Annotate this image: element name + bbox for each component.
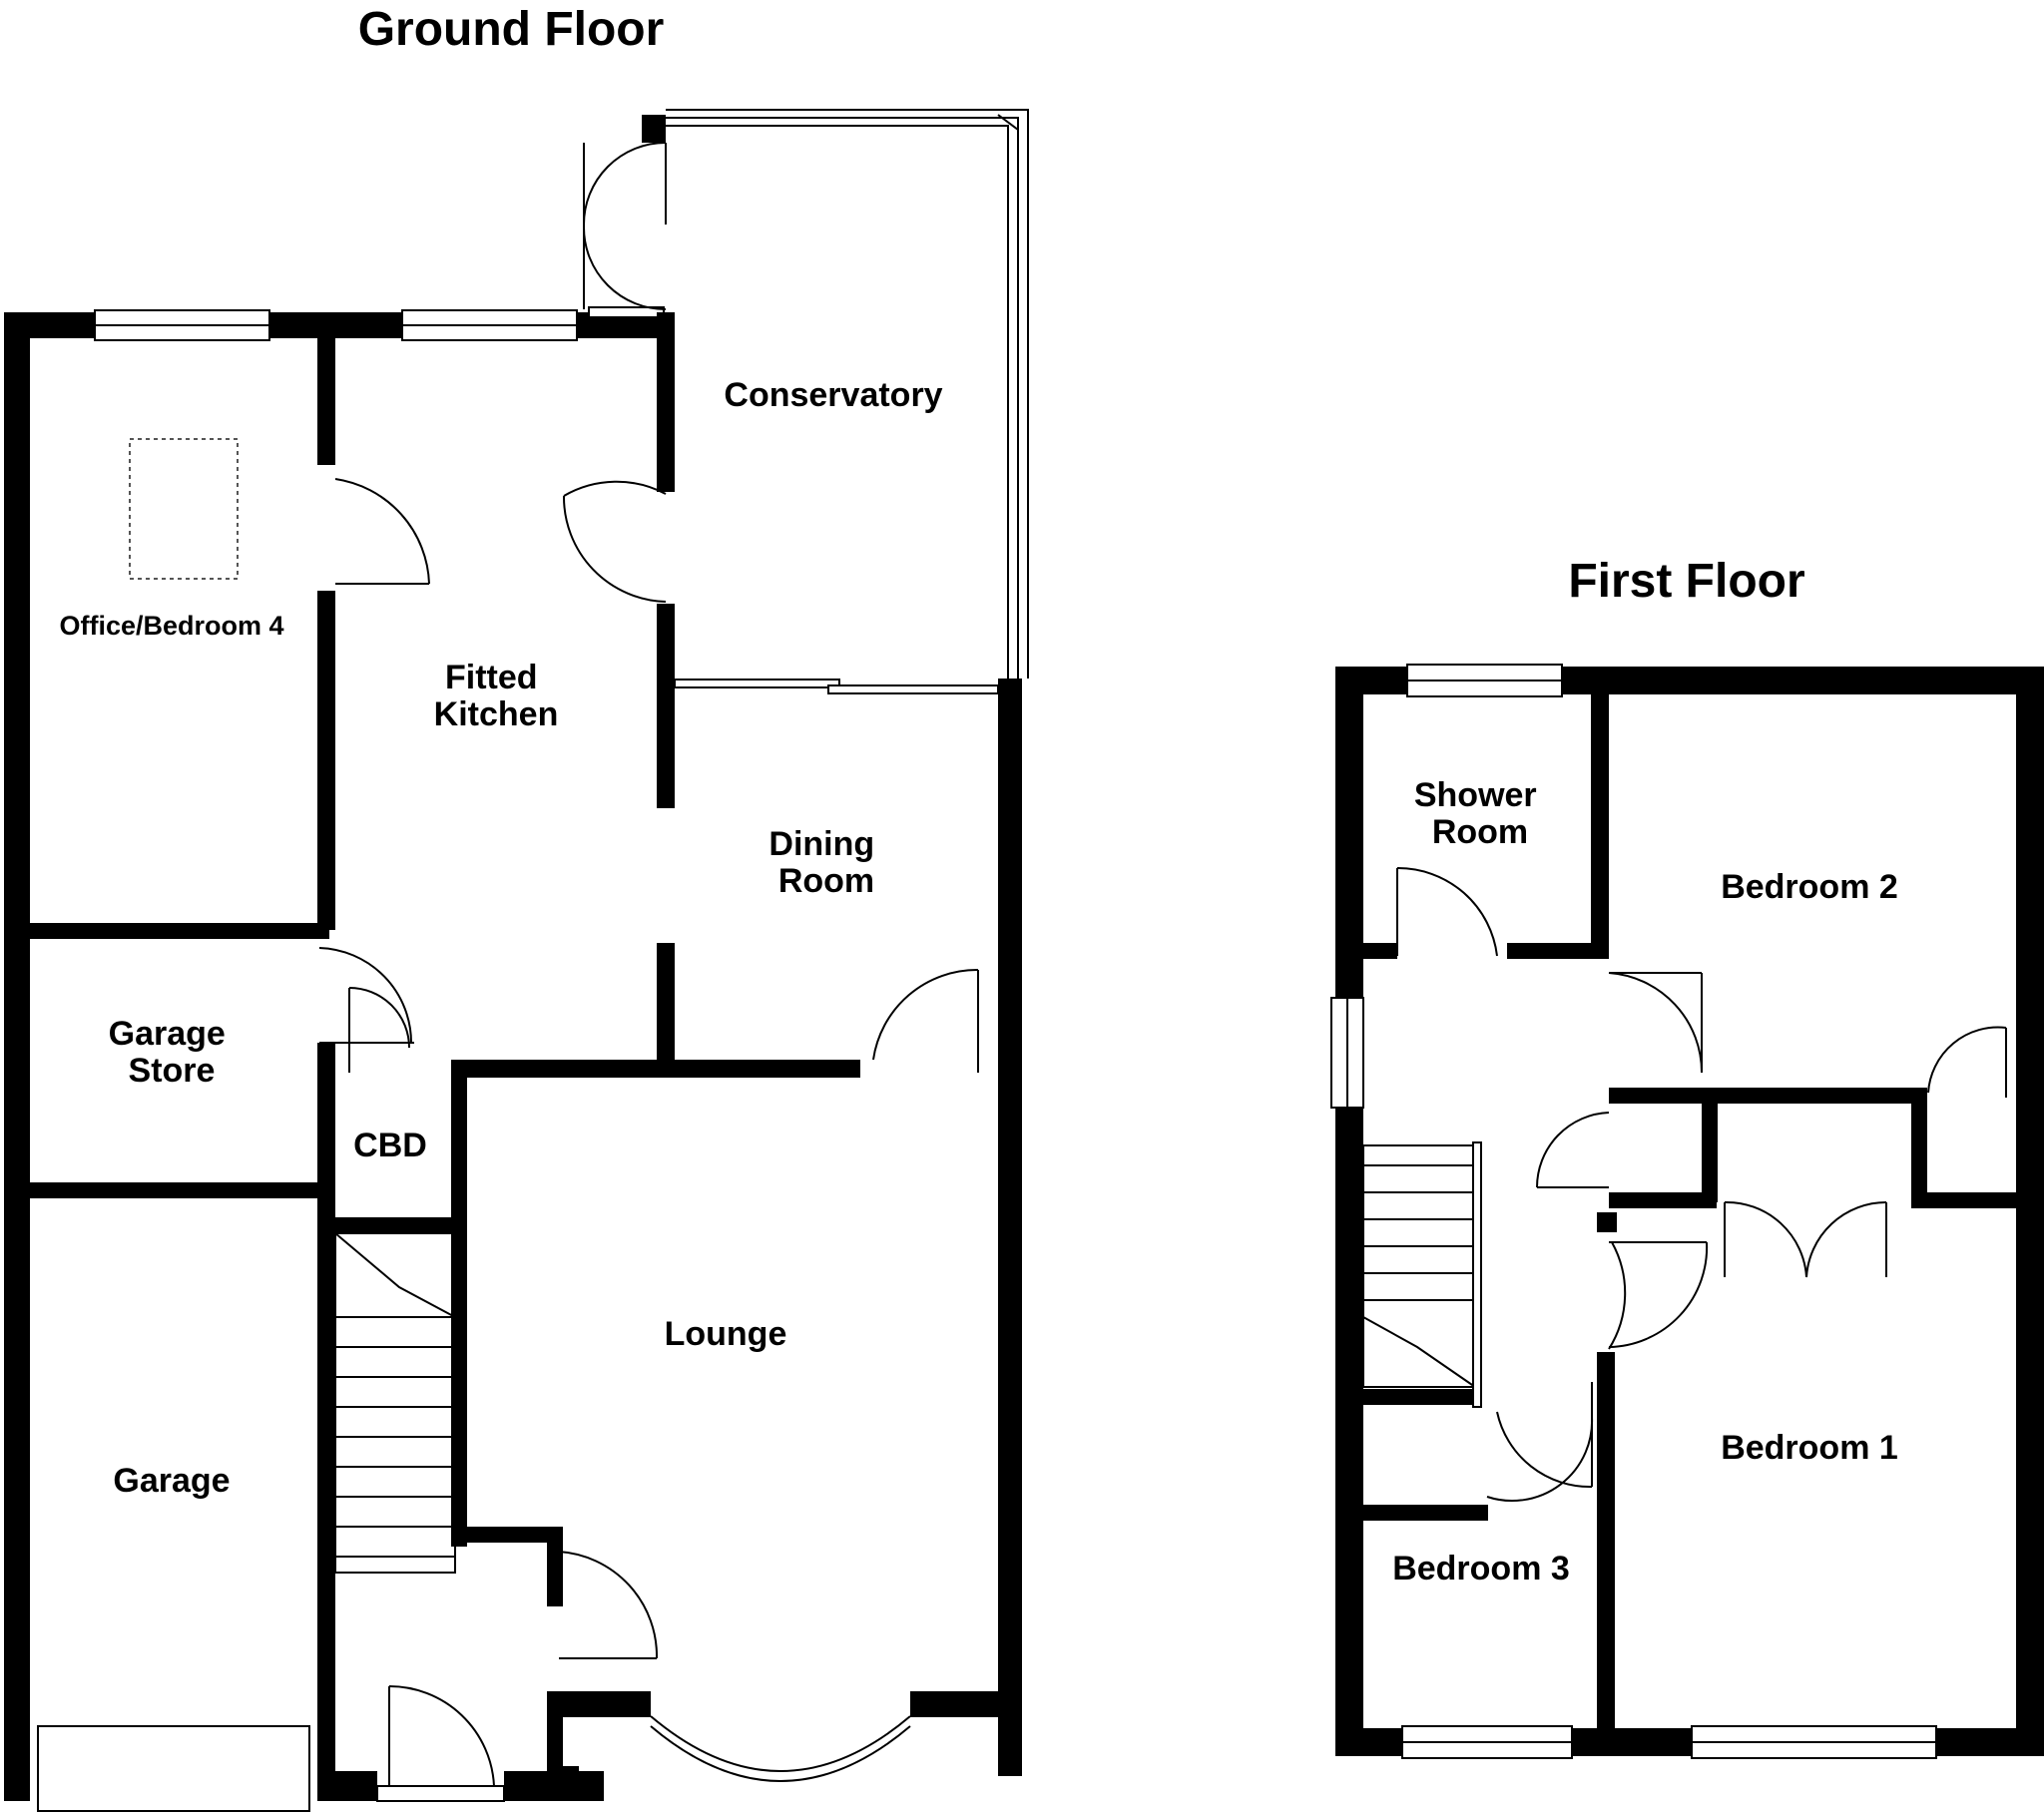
- wall-bedroom3-top: [1363, 1505, 1488, 1521]
- wall-cupboard-right: [1911, 1088, 1927, 1202]
- room-label-garage: Garage: [113, 1462, 230, 1500]
- wall-garage-hall: [317, 1043, 335, 1801]
- wall-front-right: [504, 1771, 564, 1801]
- wall-bay-left: [563, 1691, 651, 1717]
- outer-wall-left: [4, 312, 30, 1801]
- bay-window: [650, 1715, 911, 1772]
- wall-hall-jamb: [547, 1527, 563, 1606]
- room-label-kitchen: Fitted Kitchen: [434, 659, 559, 733]
- room-label-dining: Dining Room: [768, 825, 883, 900]
- door-swing-kitchen-conservatory: [562, 495, 667, 603]
- wall-office-kitchen-upper: [317, 335, 335, 465]
- room-label-bedroom-3: Bedroom 3: [1392, 1550, 1570, 1588]
- wall-cupboard-left: [1702, 1088, 1718, 1202]
- wall-shower-bottom: [1507, 943, 1609, 959]
- room-label-bedroom-2: Bedroom 2: [1721, 868, 1898, 906]
- room-label-garage-store: Garage Store: [109, 1015, 236, 1090]
- door-swing-cbd: [348, 987, 410, 1049]
- ground-floor-title: Ground Floor: [358, 3, 665, 56]
- wall-kitchen-dining-lower: [657, 943, 675, 1068]
- door-swing-bedroom2-cupboard: [1927, 1026, 2007, 1094]
- wall-cbd-bottom: [335, 1217, 467, 1233]
- front-door-threshold: [376, 1785, 505, 1802]
- door-swing-lounge: [872, 968, 979, 1061]
- door-swing-garage-store: [318, 947, 412, 1044]
- wall-office-kitchen-lower: [317, 591, 335, 930]
- wall-bedroom2-bottom: [1609, 1088, 1920, 1104]
- wall-kitchen-dining-upper: [657, 604, 675, 808]
- garage-door: [37, 1725, 310, 1812]
- wall-shower-bedroom2: [1591, 694, 1609, 959]
- door-swing-conservatory-lower: [583, 227, 667, 310]
- sliding-door-dining: [674, 679, 840, 688]
- room-label-shower-room: Shower Room: [1414, 776, 1546, 851]
- outer-wall-left-first: [1335, 667, 1363, 1756]
- first-floor-title: First Floor: [1568, 555, 1804, 608]
- wall-front-left: [317, 1771, 377, 1801]
- wall-cbd-right: [451, 1068, 467, 1547]
- wall-kitchen-conservatory-upper: [657, 312, 675, 492]
- outer-wall-right-first: [2016, 667, 2044, 1756]
- wall-office-bottom: [30, 923, 329, 939]
- room-label-bedroom-1: Bedroom 1: [1721, 1429, 1898, 1467]
- wall-stair-bottom: [1363, 1389, 1473, 1405]
- door-swing-bedroom2: [1608, 972, 1704, 1074]
- wall-hall-lounge: [451, 1527, 561, 1543]
- outer-wall-right: [998, 679, 1022, 1776]
- door-swing-conservatory-upper: [583, 142, 667, 226]
- wall-bedroom1-left: [1597, 1352, 1615, 1728]
- door-swing-wardrobe-right: [1805, 1200, 1887, 1278]
- door-swing-office: [334, 478, 430, 585]
- staircase-first: [1362, 1141, 1482, 1408]
- room-label-office: Office/Bedroom 4: [59, 611, 283, 641]
- room-label-conservatory: Conservatory: [724, 376, 942, 414]
- conservatory-post: [642, 115, 666, 143]
- room-label-cbd: CBD: [353, 1127, 427, 1164]
- wall-garage-store-bottom: [30, 1182, 329, 1198]
- door-swing-hall-lounge: [558, 1551, 659, 1659]
- first-floor-plan: First Floor: [1330, 555, 2044, 1759]
- ground-floor-plan: Ground Floor: [4, 3, 1029, 1812]
- staircase-ground: [334, 1232, 456, 1574]
- room-label-lounge: Lounge: [665, 1315, 787, 1353]
- door-swing-front: [388, 1684, 495, 1787]
- door-swing-cupboard-landing: [1535, 1112, 1610, 1188]
- conservatory-glazing: [666, 109, 1029, 679]
- skylight: [129, 438, 239, 580]
- wall-bay-right: [910, 1691, 1022, 1717]
- door-swing-wardrobe-left: [1724, 1200, 1807, 1278]
- door-swing-bedroom3: [1496, 1411, 1593, 1489]
- door-swing-shower: [1396, 866, 1498, 957]
- wall-lounge-top: [451, 1060, 860, 1078]
- door-swing-bedroom1: [1608, 1241, 1627, 1350]
